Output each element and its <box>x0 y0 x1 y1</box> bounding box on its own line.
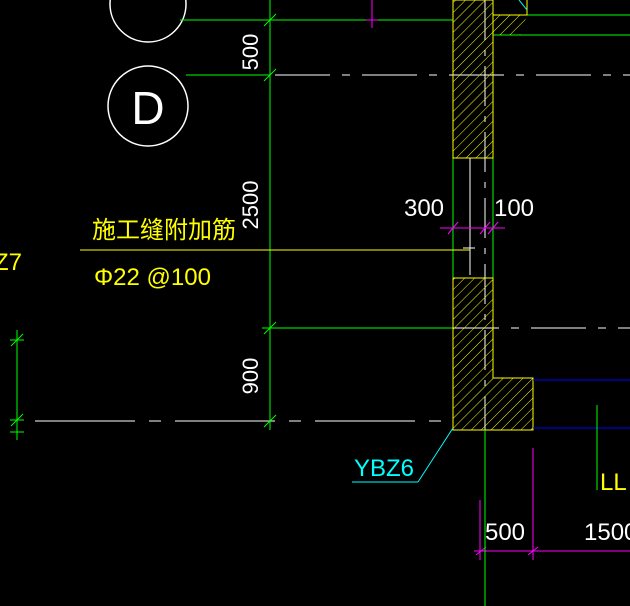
dim-300: 300 <box>404 195 444 222</box>
hatched-column-bottom <box>452 277 534 431</box>
dim-100: 100 <box>494 195 534 222</box>
dim-500-bottom: 500 <box>485 519 525 546</box>
dim-2500-vertical: 2500 <box>238 181 263 230</box>
ybz6-leader <box>352 0 528 483</box>
magenta-dimensions <box>366 0 630 560</box>
left-dimension <box>10 330 24 440</box>
label-z7: Z7 <box>0 249 22 276</box>
grid-lines <box>35 0 630 430</box>
axis-bubble-upper <box>109 0 187 43</box>
lower-right-green <box>484 405 598 606</box>
construction-joint <box>463 158 475 275</box>
blue-lines <box>533 379 630 429</box>
dim-1500-bottom: 1500 <box>584 519 630 546</box>
note-rebar-spec: Φ22 @100 <box>94 264 211 291</box>
note-title: 施工缝附加筋 <box>92 217 236 244</box>
label-ybz6: YBZ6 <box>354 455 414 482</box>
hatched-column-top <box>452 0 528 159</box>
label-ll: LL <box>600 469 627 496</box>
axis-bubble-d: D <box>107 65 189 147</box>
dim-500-vertical: 500 <box>238 34 263 71</box>
bubble-leaders <box>180 19 453 76</box>
dim-900-vertical: 900 <box>238 358 263 395</box>
vertical-dimension-chain <box>262 0 453 430</box>
axis-bubble-d-label: D <box>131 82 164 134</box>
